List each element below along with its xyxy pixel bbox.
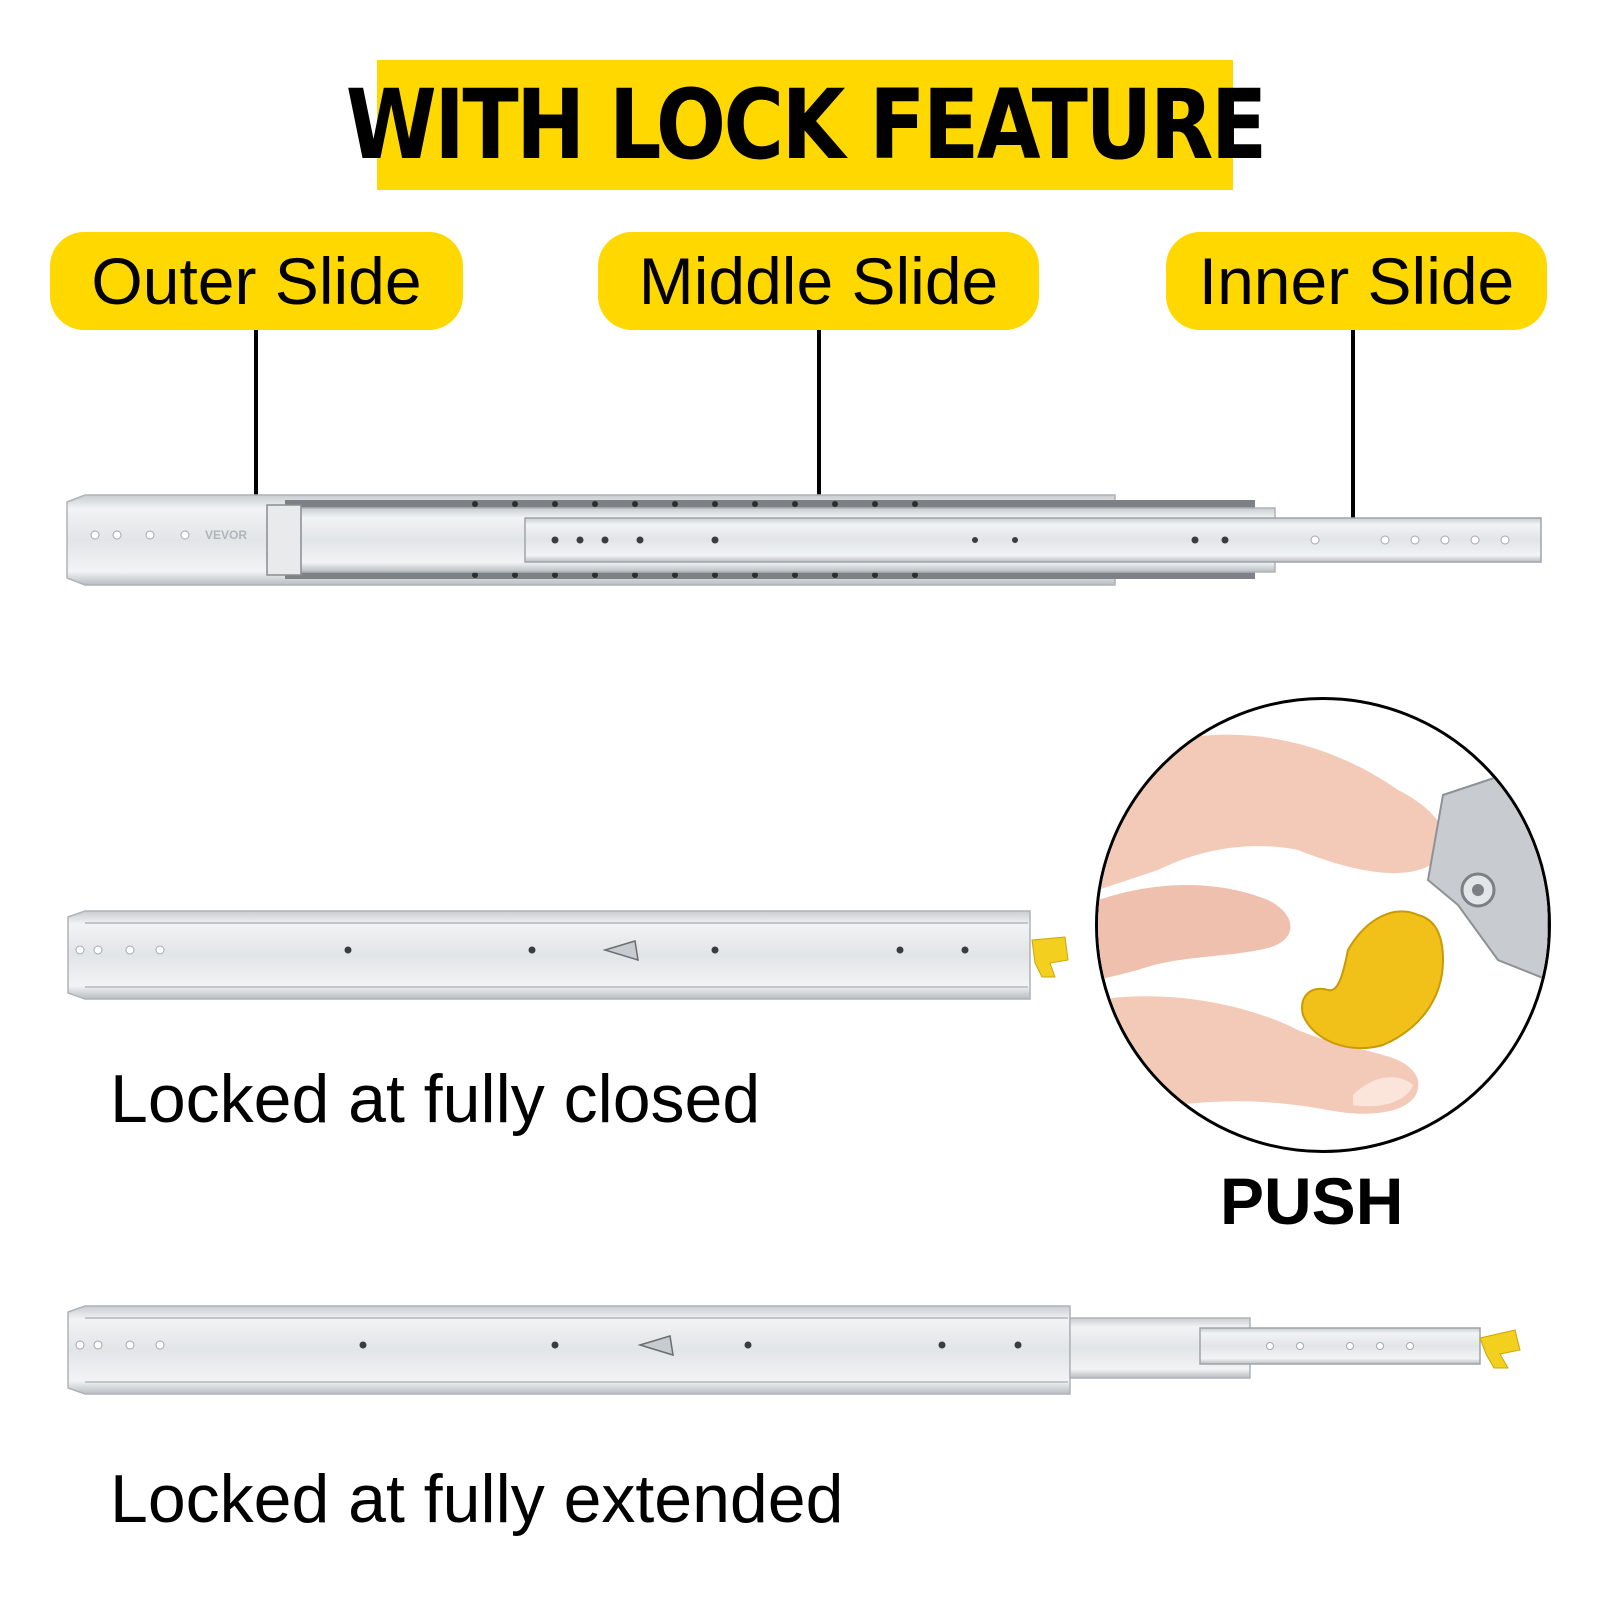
lock-clip (266, 504, 302, 576)
caption-locked-closed: Locked at fully closed (110, 1061, 761, 1137)
bracket (1426, 758, 1548, 982)
title-banner: WITH LOCK FEATURE (346, 60, 1267, 190)
leader-line-outer (254, 330, 258, 518)
leader-line-middle (817, 330, 821, 520)
label-inner-slide-text: Inner Slide (1198, 244, 1515, 318)
rail-body (67, 1305, 1071, 1395)
slide-rail-exploded: VEVOR (66, 494, 1542, 586)
label-middle-slide-text: Middle Slide (638, 244, 999, 318)
rail-body (67, 910, 1031, 1000)
slide-rail-closed (67, 910, 1069, 1000)
push-label: PUSH (1220, 1164, 1404, 1238)
label-outer-slide: Outer Slide (50, 232, 463, 330)
thumb (1098, 996, 1419, 1120)
label-middle-slide: Middle Slide (598, 232, 1039, 330)
brand-mark: VEVOR (205, 528, 247, 542)
title-text: WITH LOCK FEATURE (345, 69, 1267, 181)
rivet (637, 1335, 674, 1357)
lock-lever-icon (1031, 936, 1069, 978)
label-inner-slide: Inner Slide (1166, 232, 1547, 330)
bearing-strip-top (285, 500, 1255, 509)
bearing-strip-bottom (285, 570, 1255, 579)
hand-pushing-lever-icon (1098, 734, 1548, 1120)
rivet (602, 940, 639, 962)
inner-slide-extended (1199, 1327, 1481, 1365)
lock-lever-icon (1479, 1329, 1521, 1369)
lock-lever (1301, 910, 1445, 1050)
caption-locked-extended: Locked at fully extended (110, 1461, 844, 1537)
lock-closeup (1095, 697, 1551, 1153)
label-outer-slide-text: Outer Slide (91, 244, 422, 318)
inner-slide (524, 517, 1542, 563)
finger-middle (1098, 885, 1291, 980)
slide-rail-extended (67, 1305, 1521, 1395)
leader-line-inner (1351, 330, 1355, 544)
finger-index (1098, 734, 1446, 890)
